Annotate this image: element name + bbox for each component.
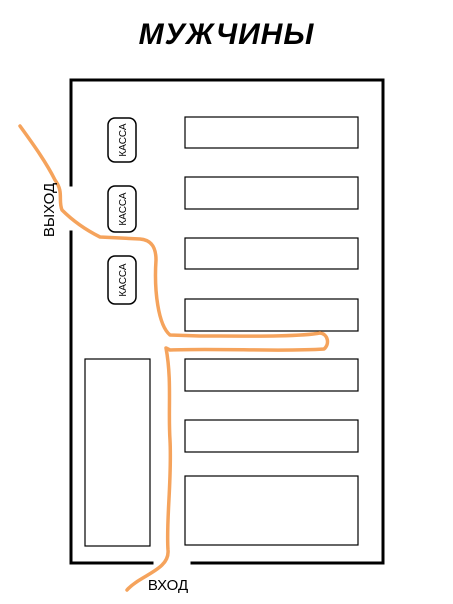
shelf-large bbox=[184, 475, 359, 546]
customer-path bbox=[18, 124, 330, 592]
cash-register-label: КАССА bbox=[118, 263, 129, 296]
page-title: МУЖЧИНЫ bbox=[138, 18, 315, 51]
display-rack bbox=[84, 358, 151, 547]
exit-label: ВЫХОД bbox=[41, 183, 58, 237]
store-walls bbox=[69, 78, 385, 565]
shelf bbox=[184, 419, 359, 453]
cash-registers: КАССА КАССА КАССА bbox=[107, 117, 137, 305]
cash-register-label: КАССА bbox=[118, 192, 129, 225]
shelf bbox=[184, 237, 359, 270]
shelf bbox=[184, 176, 359, 210]
entrance-label: ВХОД bbox=[148, 577, 188, 594]
cash-register: КАССА bbox=[107, 185, 137, 233]
shelf bbox=[184, 298, 359, 332]
shelves bbox=[184, 116, 359, 546]
shelf bbox=[184, 116, 359, 149]
cash-register-label: КАССА bbox=[118, 123, 129, 156]
shelf bbox=[184, 358, 359, 392]
cash-register: КАССА bbox=[107, 255, 137, 305]
cash-register: КАССА bbox=[107, 117, 137, 163]
